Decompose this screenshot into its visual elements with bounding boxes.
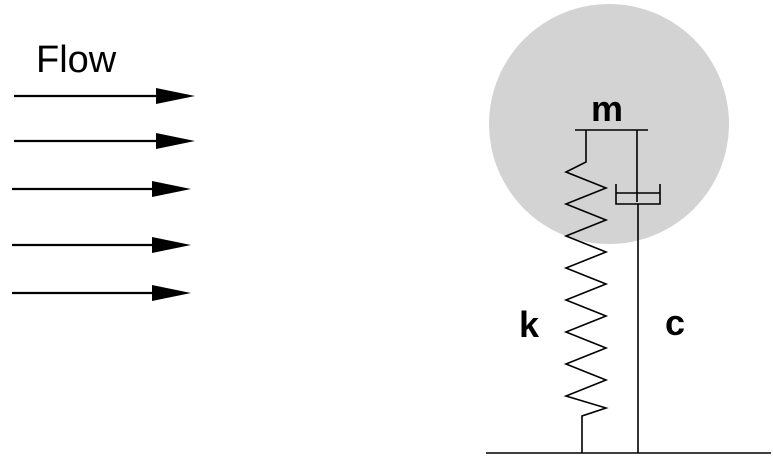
flow-arrow <box>12 237 191 253</box>
mass-label: m <box>591 88 623 129</box>
flow-label: Flow <box>36 39 117 81</box>
flow-arrow <box>12 285 191 301</box>
flow-arrow <box>12 181 191 197</box>
cylinder-body <box>489 4 729 244</box>
spring <box>563 130 609 453</box>
flow-arrow <box>14 88 195 104</box>
spring-constant-label: k <box>519 304 540 345</box>
flow-arrow <box>14 133 195 149</box>
damping-coefficient-label: c <box>665 302 685 343</box>
flow-arrows <box>12 88 195 301</box>
